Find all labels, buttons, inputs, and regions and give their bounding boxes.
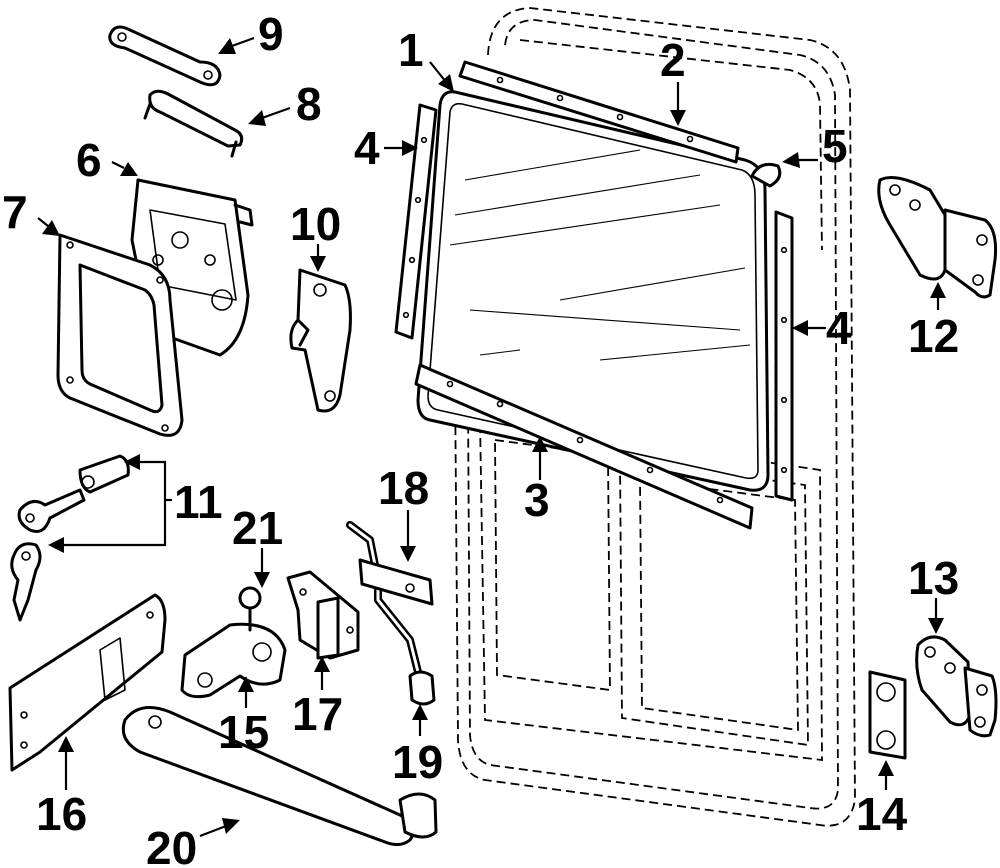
glass-reflection-lines <box>449 149 751 361</box>
clip-part <box>750 162 782 188</box>
callout-5: 5 <box>822 120 848 172</box>
callout-7: 7 <box>2 186 28 238</box>
reinforcement-plate-16 <box>8 593 167 772</box>
hinge-12 <box>877 176 997 299</box>
callout-18: 18 <box>378 462 429 514</box>
callout-19: 19 <box>392 736 443 788</box>
top-channel <box>458 60 740 164</box>
callout-13: 13 <box>908 552 959 604</box>
lock-cylinder-keys-11 <box>10 454 130 622</box>
callout-15: 15 <box>218 706 269 758</box>
callout-21: 21 <box>232 502 283 554</box>
bottom-channel <box>414 363 754 530</box>
callout-9: 9 <box>258 8 284 60</box>
callout-11: 11 <box>174 476 223 528</box>
striker-10 <box>289 268 352 413</box>
bracket-17 <box>286 570 360 660</box>
leader-lines <box>37 36 946 838</box>
callout-12: 12 <box>908 310 959 362</box>
callout-16: 16 <box>36 788 87 840</box>
gasket-7 <box>56 233 184 437</box>
callout-labels: 1 2 3 4 4 5 6 7 8 9 10 11 12 13 14 15 16… <box>2 8 959 868</box>
callout-20: 20 <box>146 822 197 868</box>
callout-6: 6 <box>76 134 102 186</box>
rod-assembly-18 <box>346 521 434 684</box>
strap-9 <box>108 25 222 87</box>
callout-17: 17 <box>292 688 343 740</box>
callout-4a: 4 <box>354 122 380 174</box>
left-side-channel <box>394 103 438 340</box>
callout-2: 2 <box>660 34 686 86</box>
callout-4b: 4 <box>826 302 852 354</box>
callout-14: 14 <box>856 788 908 840</box>
link-arm-20 <box>121 706 438 847</box>
ball-stud-21 <box>238 586 262 632</box>
callout-8: 8 <box>296 78 322 130</box>
strap-8 <box>143 89 244 158</box>
callout-10: 10 <box>290 198 341 250</box>
hinge-plate-14 <box>868 670 907 760</box>
rod-end-19 <box>408 670 436 706</box>
callout-3: 3 <box>524 474 550 526</box>
callout-1: 1 <box>398 24 424 76</box>
right-side-channel <box>774 210 794 502</box>
hinge-13 <box>915 635 998 738</box>
check-arm-15 <box>180 622 287 699</box>
